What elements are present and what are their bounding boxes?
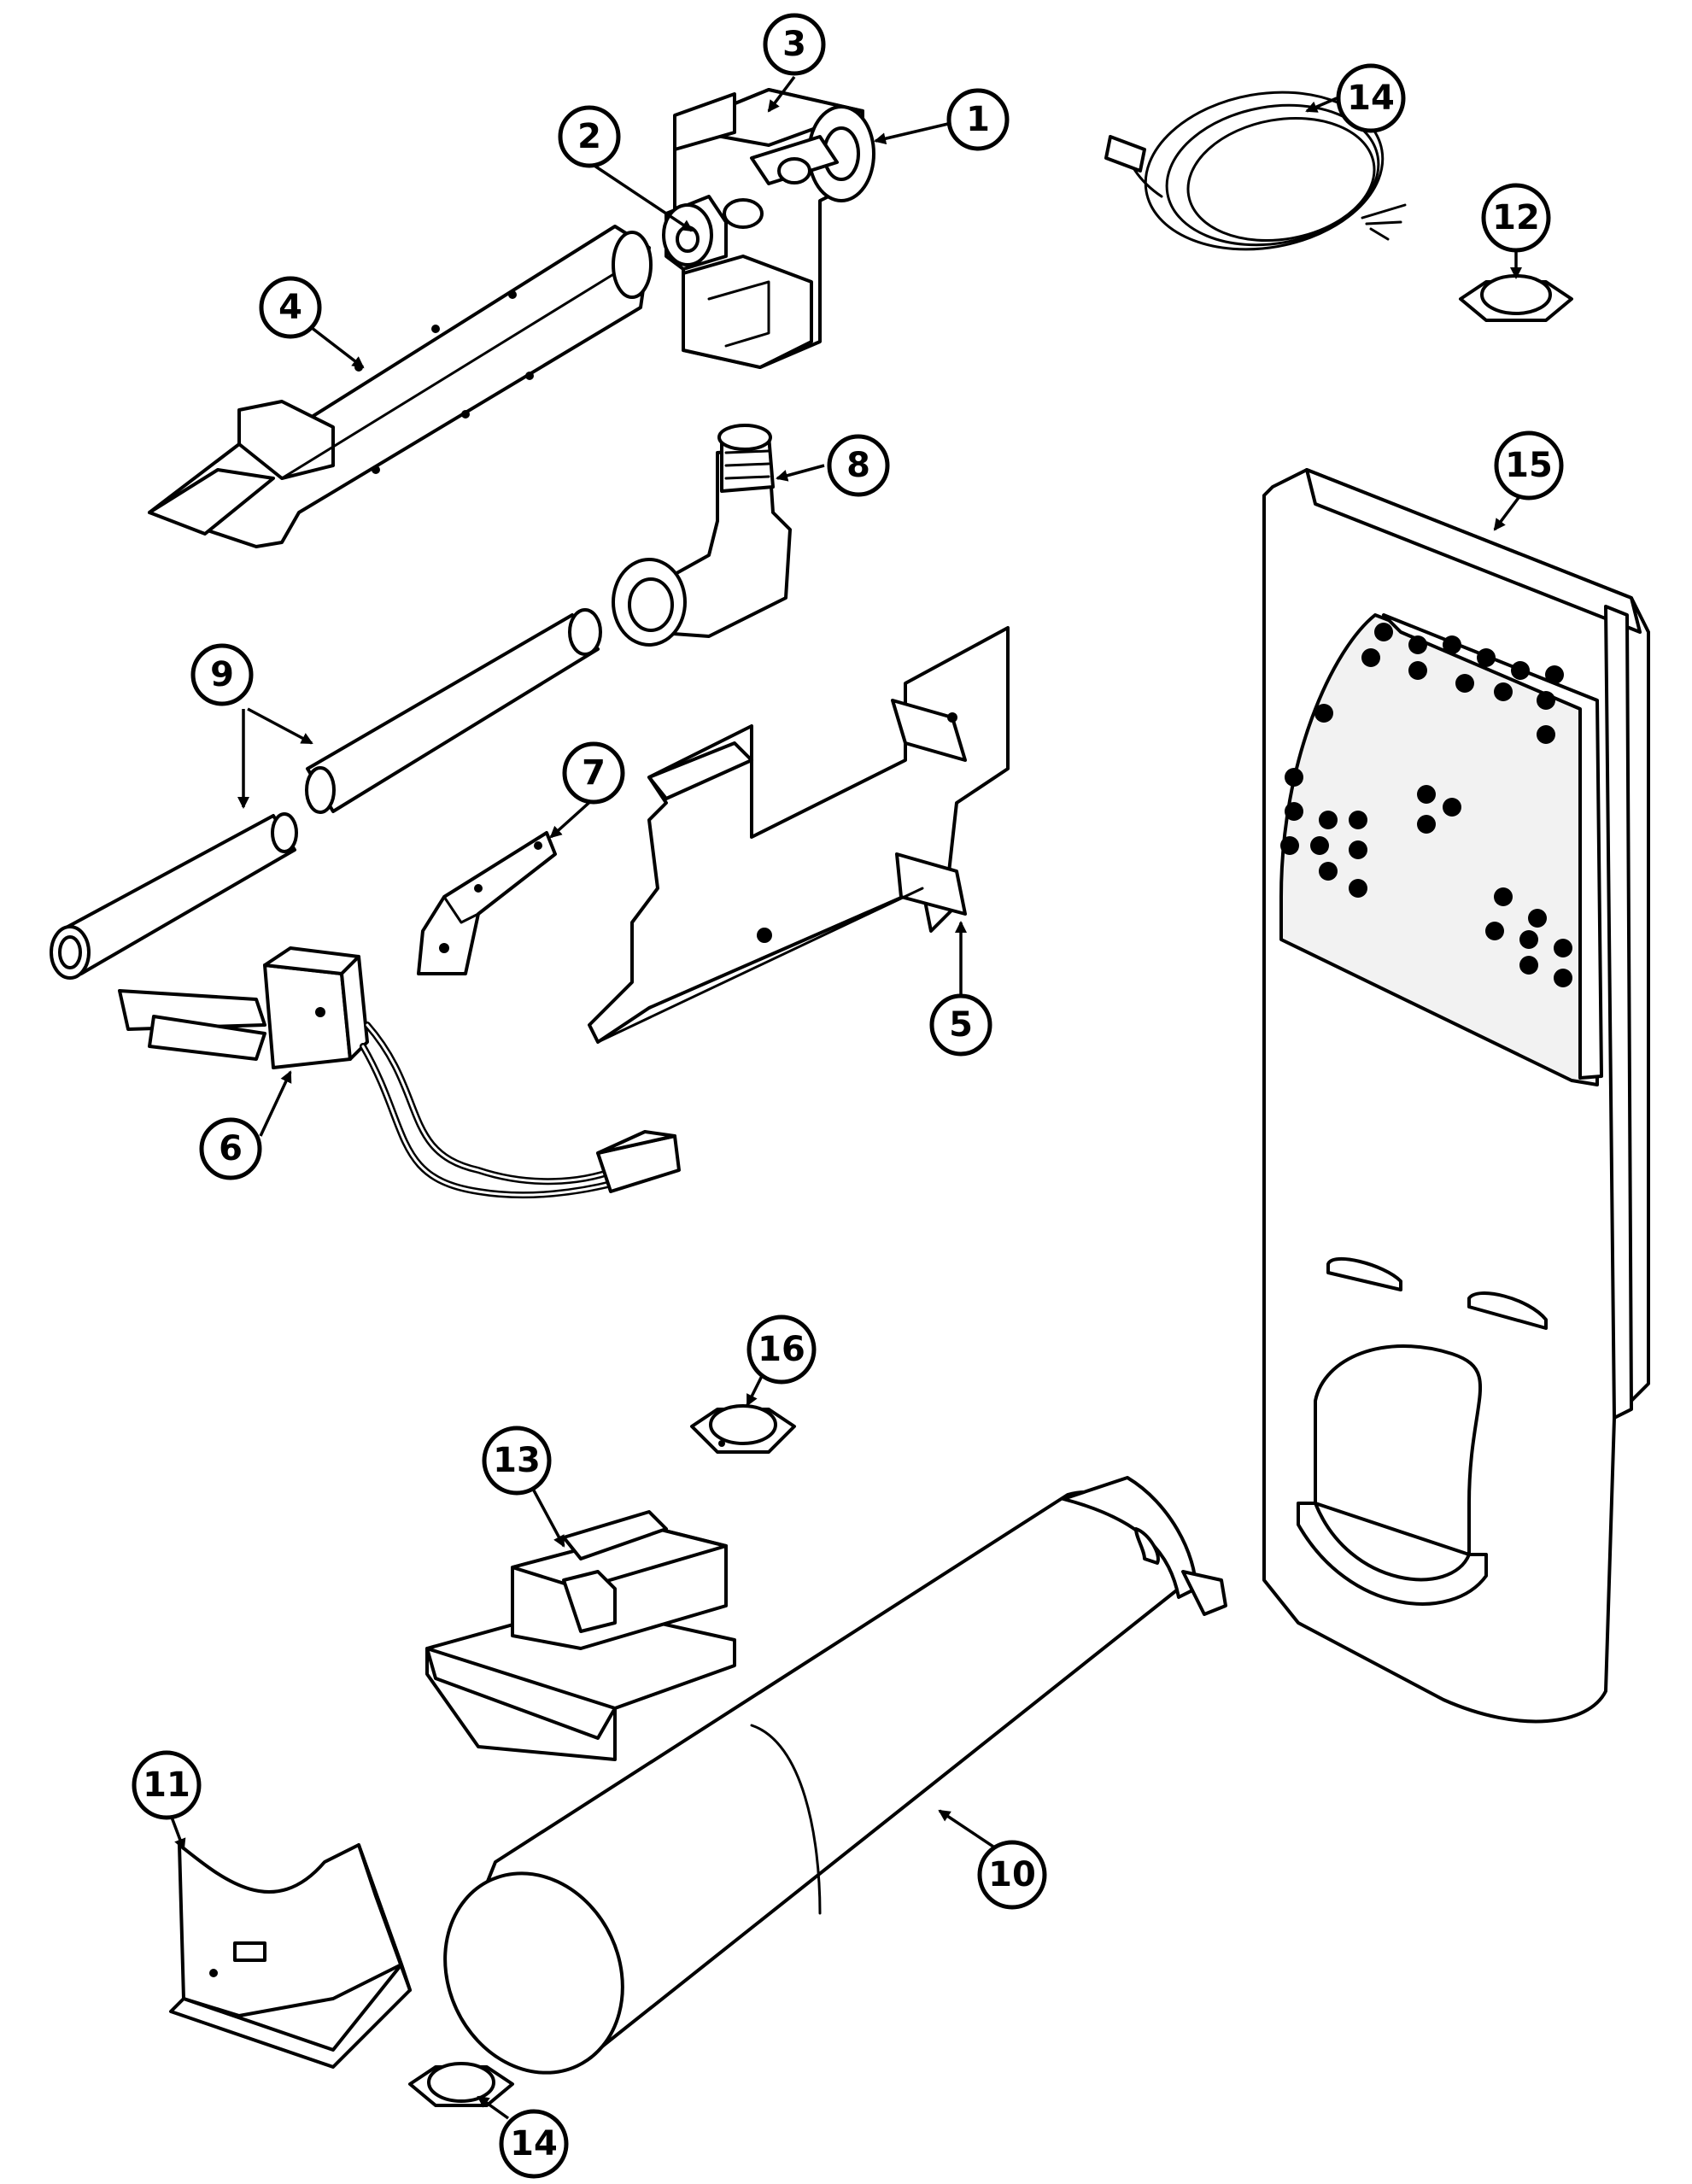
callout-2: 2 xyxy=(558,105,621,168)
leader-lines xyxy=(169,75,1522,2120)
callout-14-bottom-label: 14 xyxy=(510,2124,558,2164)
control-block xyxy=(425,1510,736,1761)
callout-15: 15 xyxy=(1494,430,1564,501)
callout-2-label: 2 xyxy=(577,117,601,156)
heater-holes xyxy=(1280,623,1572,987)
combustion-chamber xyxy=(443,1476,1227,2075)
callout-8: 8 xyxy=(827,434,890,497)
burner xyxy=(148,225,653,548)
mounting-bracket xyxy=(588,626,1010,1044)
small-bracket xyxy=(417,831,557,975)
callout-3-label: 3 xyxy=(782,25,806,64)
power-cord xyxy=(1104,91,1407,251)
callout-7-label: 7 xyxy=(582,753,606,793)
callout-13: 13 xyxy=(482,1426,552,1496)
callout-12-label: 12 xyxy=(1492,198,1540,237)
callout-13-label: 13 xyxy=(493,1441,541,1480)
callout-1-label: 1 xyxy=(966,100,990,139)
heater-housing xyxy=(1262,468,1650,1724)
callout-4-label: 4 xyxy=(278,288,302,327)
pipes xyxy=(50,608,602,980)
callout-14-bottom: 14 xyxy=(499,2109,569,2179)
callout-7: 7 xyxy=(562,741,625,805)
gas-valve-assembly xyxy=(662,88,875,369)
callout-3: 3 xyxy=(763,13,826,76)
callout-14-top-label: 14 xyxy=(1347,79,1395,118)
callout-5-label: 5 xyxy=(949,1005,973,1045)
burner-shield-bracket xyxy=(169,1843,412,2069)
callout-5: 5 xyxy=(929,993,992,1057)
callout-11-label: 11 xyxy=(143,1765,190,1805)
callout-6-label: 6 xyxy=(219,1129,243,1168)
callout-16: 16 xyxy=(746,1314,817,1385)
elbow-fitting xyxy=(612,424,792,647)
igniter xyxy=(118,946,681,1199)
callout-16-label: 16 xyxy=(758,1330,805,1369)
thermostat-14-bottom xyxy=(408,2062,514,2107)
callout-9-label: 9 xyxy=(210,655,234,694)
callout-8-label: 8 xyxy=(846,446,870,485)
callout-4: 4 xyxy=(259,276,322,339)
callout-11: 11 xyxy=(132,1750,202,1820)
thermostat-12 xyxy=(1459,274,1573,322)
callout-9: 9 xyxy=(190,643,254,706)
thermostat-16 xyxy=(690,1404,796,1454)
callout-15-label: 15 xyxy=(1505,446,1553,485)
callout-10-label: 10 xyxy=(988,1855,1036,1894)
callout-6: 6 xyxy=(199,1117,262,1180)
callout-10: 10 xyxy=(977,1840,1047,1910)
callout-1: 1 xyxy=(946,88,1010,151)
callout-14-top: 14 xyxy=(1336,63,1406,133)
callout-12: 12 xyxy=(1481,183,1551,253)
